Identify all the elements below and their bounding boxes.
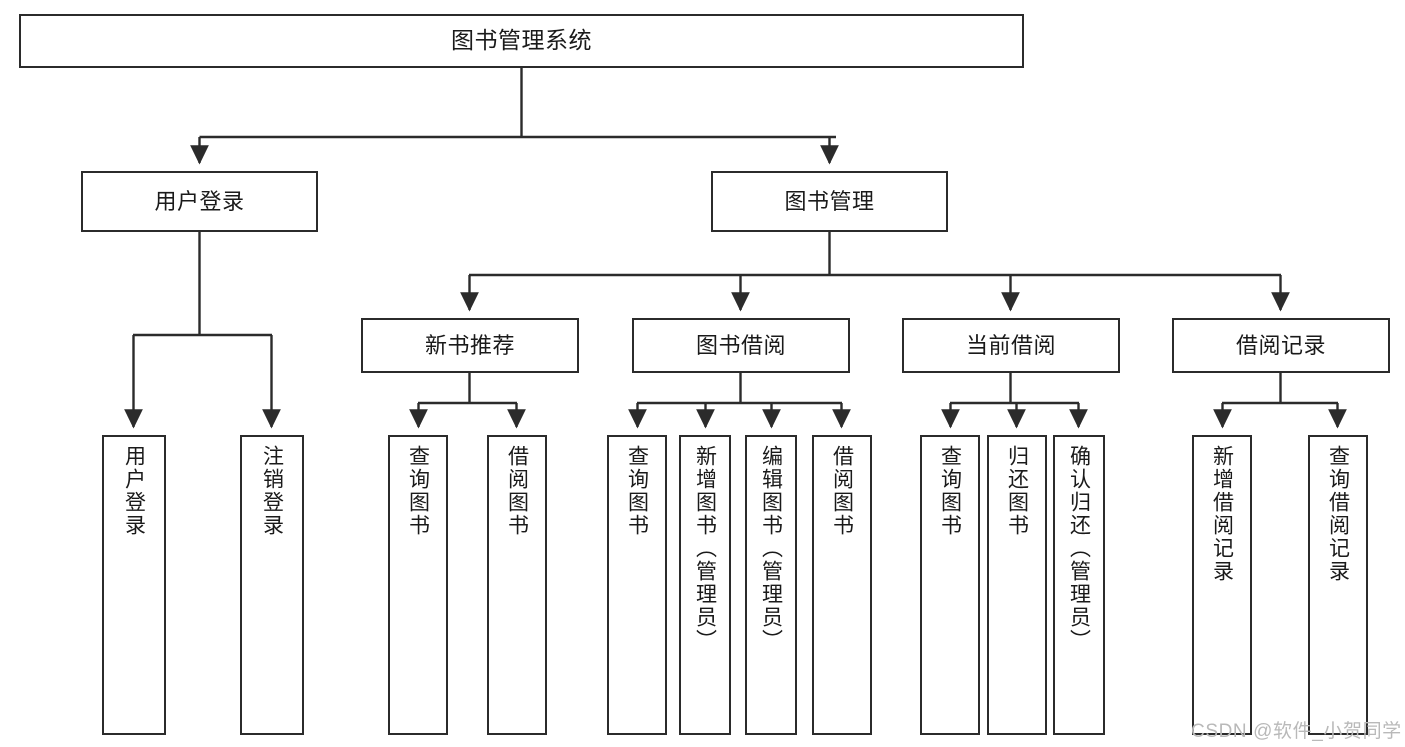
node-leaf-query-borrow-record[interactable]: 查询借阅记录 [1308,435,1368,735]
node-leaf-query-borrow-record-label: 查询借阅记录 [1326,445,1350,583]
node-leaf-edit-book-admin-label: 编辑图书（管理员） [759,445,783,652]
csdn-watermark: CSDN @软件_小贺同学 [1191,721,1402,742]
node-leaf-borrow-book-2-label: 借阅图书 [830,445,854,537]
node-borrow-record[interactable]: 借阅记录 [1172,318,1390,373]
node-leaf-return-book[interactable]: 归还图书 [987,435,1047,735]
node-leaf-user-login[interactable]: 用户登录 [102,435,166,735]
node-leaf-borrow-book-1-label: 借阅图书 [505,445,529,537]
node-leaf-query-book-3[interactable]: 查询图书 [920,435,980,735]
node-new-book-recommend-label: 新书推荐 [424,332,515,358]
node-root[interactable]: 图书管理系统 [19,14,1024,68]
node-leaf-logout-login[interactable]: 注销登录 [240,435,304,735]
node-leaf-add-borrow-record[interactable]: 新增借阅记录 [1192,435,1252,735]
node-leaf-query-book-2-label: 查询图书 [625,445,649,537]
node-leaf-add-borrow-record-label: 新增借阅记录 [1210,445,1234,583]
node-leaf-query-book-2[interactable]: 查询图书 [607,435,667,735]
node-leaf-confirm-return-admin[interactable]: 确认归还（管理员） [1053,435,1105,735]
node-book-borrow[interactable]: 图书借阅 [632,318,850,373]
node-leaf-confirm-return-admin-label: 确认归还（管理员） [1067,445,1091,652]
node-root-label: 图书管理系统 [451,27,592,54]
node-leaf-query-book-1-label: 查询图书 [406,445,430,537]
node-leaf-user-login-label: 用户登录 [122,445,146,537]
node-leaf-edit-book-admin[interactable]: 编辑图书（管理员） [745,435,797,735]
node-leaf-add-book-admin-label: 新增图书（管理员） [693,445,717,652]
node-user-login[interactable]: 用户登录 [81,171,318,232]
node-new-book-recommend[interactable]: 新书推荐 [361,318,579,373]
node-leaf-return-book-label: 归还图书 [1005,445,1029,537]
node-leaf-borrow-book-1[interactable]: 借阅图书 [487,435,547,735]
node-leaf-query-book-1[interactable]: 查询图书 [388,435,448,735]
node-leaf-logout-login-label: 注销登录 [260,445,284,537]
node-leaf-add-book-admin[interactable]: 新增图书（管理员） [679,435,731,735]
node-user-login-label: 用户登录 [154,188,245,214]
node-book-manage-label: 图书管理 [784,188,875,214]
node-book-manage[interactable]: 图书管理 [711,171,948,232]
node-current-borrow[interactable]: 当前借阅 [902,318,1120,373]
node-book-borrow-label: 图书借阅 [695,332,786,358]
node-current-borrow-label: 当前借阅 [965,332,1056,358]
node-leaf-query-book-3-label: 查询图书 [938,445,962,537]
node-borrow-record-label: 借阅记录 [1235,332,1326,358]
node-leaf-borrow-book-2[interactable]: 借阅图书 [812,435,872,735]
